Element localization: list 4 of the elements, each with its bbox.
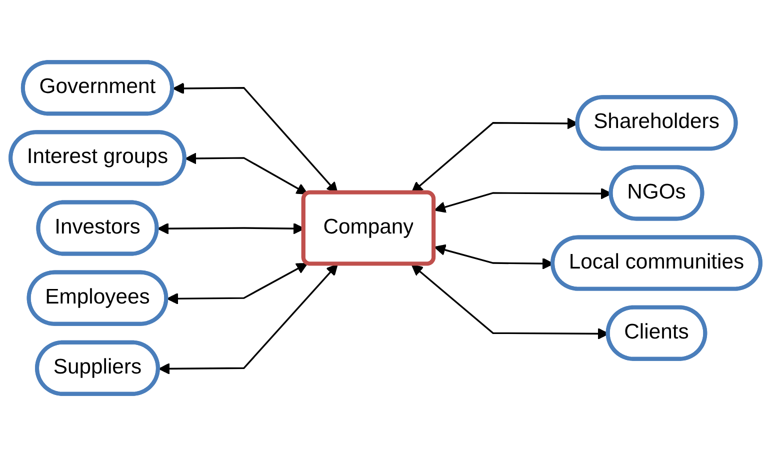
arrow — [172, 82, 338, 194]
arrow — [166, 262, 308, 304]
arrow — [158, 264, 338, 375]
arrow — [185, 152, 308, 194]
